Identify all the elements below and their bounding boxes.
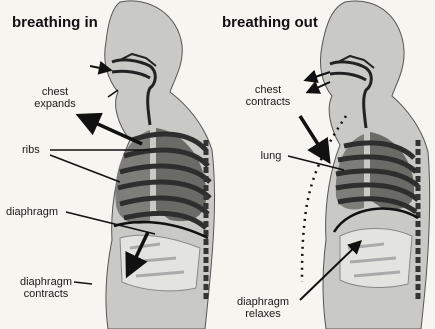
- chest-contracts-arrow: [300, 116, 328, 160]
- label-chest-expands: chest expands: [22, 86, 88, 110]
- label-ribs: ribs: [22, 144, 52, 156]
- title-breathing-in: breathing in: [12, 14, 98, 31]
- label-lung: lung: [254, 150, 288, 162]
- label-chest-contracts: chest contracts: [232, 84, 304, 108]
- label-diaphragm: diaphragm: [6, 206, 70, 218]
- label-diaphragm-contracts: diaphragm contracts: [14, 276, 78, 300]
- title-breathing-out: breathing out: [222, 14, 318, 31]
- label-diaphragm-relaxes: diaphragm relaxes: [228, 296, 298, 320]
